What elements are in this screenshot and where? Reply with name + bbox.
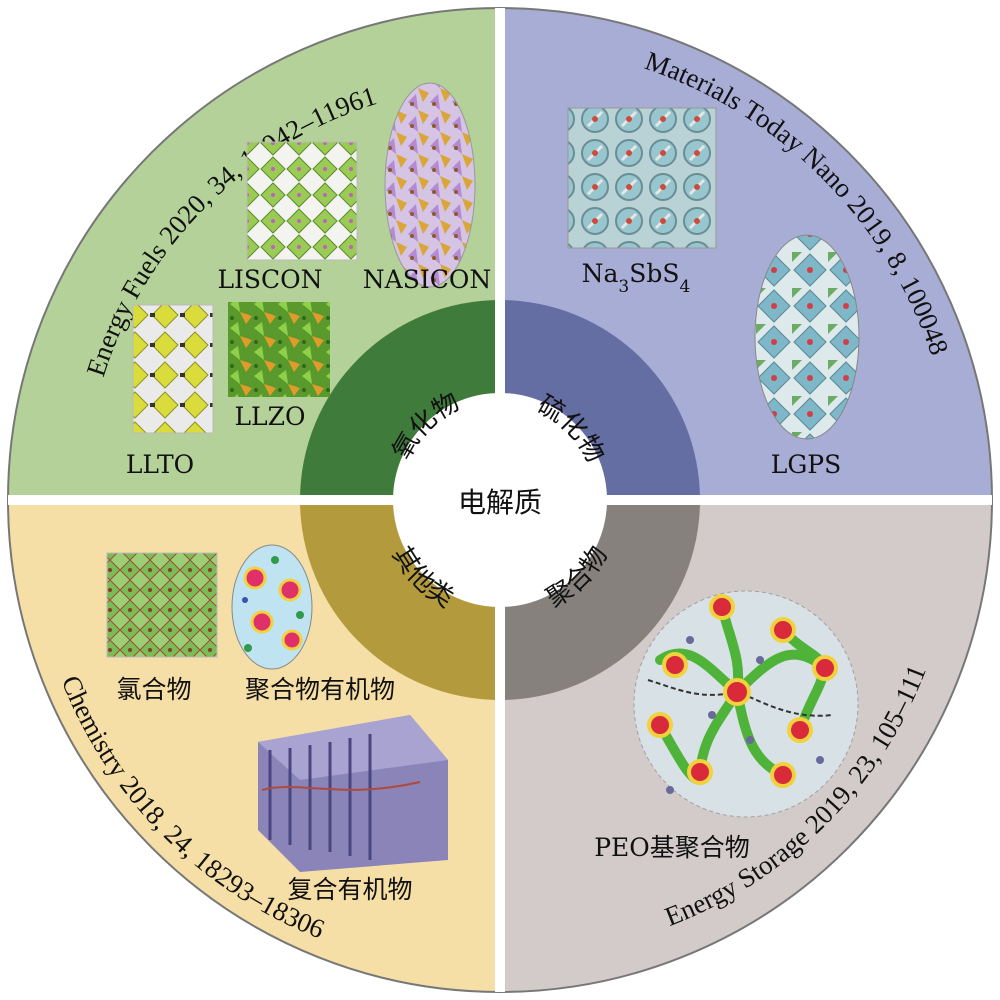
nasicon-label: NASICON bbox=[363, 265, 491, 294]
liscon-label: LISCON bbox=[217, 265, 322, 294]
lgps-label: LGPS bbox=[771, 450, 842, 479]
polymer-organic-label: 聚合物有机物 bbox=[245, 675, 395, 704]
polymer-organic-structure-image bbox=[231, 544, 313, 670]
peo-label: PEO基聚合物 bbox=[594, 833, 750, 862]
composite-organic-label: 复合有机物 bbox=[287, 875, 412, 904]
liscon-structure-image bbox=[246, 141, 358, 261]
llzo-label: LLZO bbox=[234, 402, 305, 431]
center-label: 电解质 bbox=[458, 486, 542, 519]
composite-organic-structure-image bbox=[258, 715, 448, 872]
chloride-label: 氯合物 bbox=[116, 675, 191, 704]
llzo-structure-image bbox=[228, 302, 330, 397]
na3sbs4-label: Na3SbS4 bbox=[582, 259, 691, 297]
peo-polymer-structure-image bbox=[633, 590, 859, 818]
nasicon-structure-image bbox=[384, 82, 476, 288]
na3sbs4-structure-image bbox=[567, 107, 717, 249]
lgps-structure-image bbox=[754, 234, 860, 440]
llto-structure-image bbox=[132, 304, 214, 434]
chloride-structure-image bbox=[106, 552, 218, 658]
center-circle bbox=[393, 393, 607, 607]
llto-label: LLTO bbox=[126, 450, 194, 479]
